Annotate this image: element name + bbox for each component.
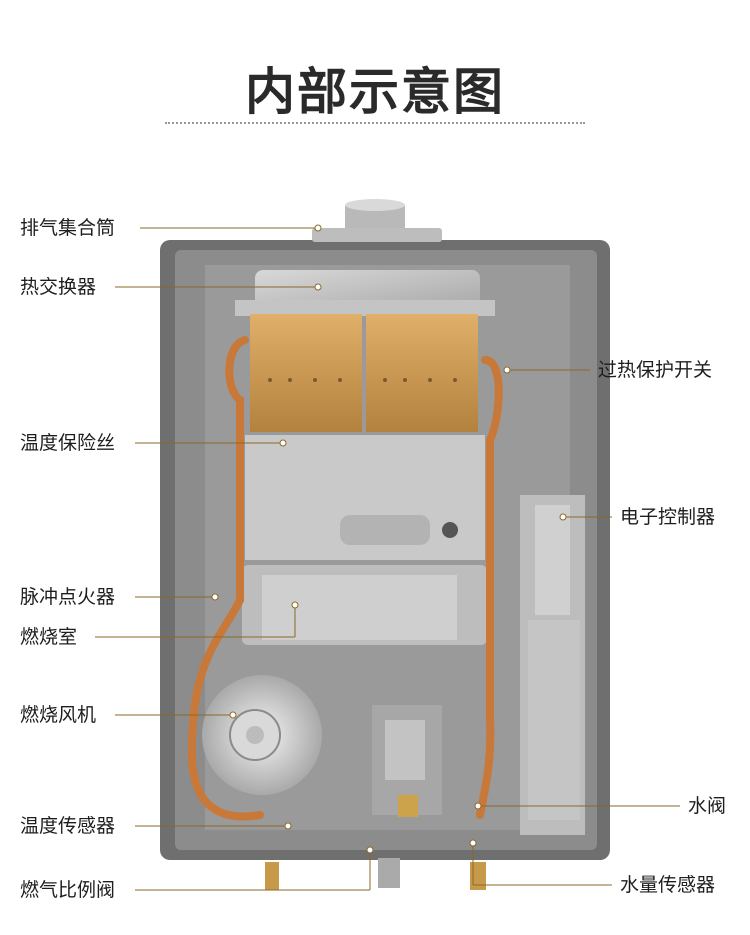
label-heat-exchanger: 热交换器 xyxy=(20,276,97,298)
label-controller: 电子控制器 xyxy=(620,506,716,528)
label-water-valve: 水阀 xyxy=(688,795,727,817)
copper-pipe-left xyxy=(187,336,264,821)
label-temp-fuse: 温度保险丝 xyxy=(20,432,116,454)
copper-pipe-right xyxy=(476,356,503,819)
label-fan: 燃烧风机 xyxy=(20,704,97,726)
page-title: 内部示意图 xyxy=(245,63,505,121)
label-overheat-switch: 过热保护开关 xyxy=(598,359,713,381)
label-flow-sensor: 水量传感器 xyxy=(620,874,716,896)
heat-exchanger-block-left xyxy=(250,314,362,432)
label-igniter: 脉冲点火器 xyxy=(20,586,116,608)
heat-exchanger-block-right xyxy=(366,314,478,432)
label-temp-sensor: 温度传感器 xyxy=(20,815,116,837)
title-divider xyxy=(165,122,585,124)
label-combustion-chamber: 燃烧室 xyxy=(20,626,78,648)
label-exhaust-collector: 排气集合筒 xyxy=(20,217,116,239)
label-gas-valve: 燃气比例阀 xyxy=(20,879,116,901)
